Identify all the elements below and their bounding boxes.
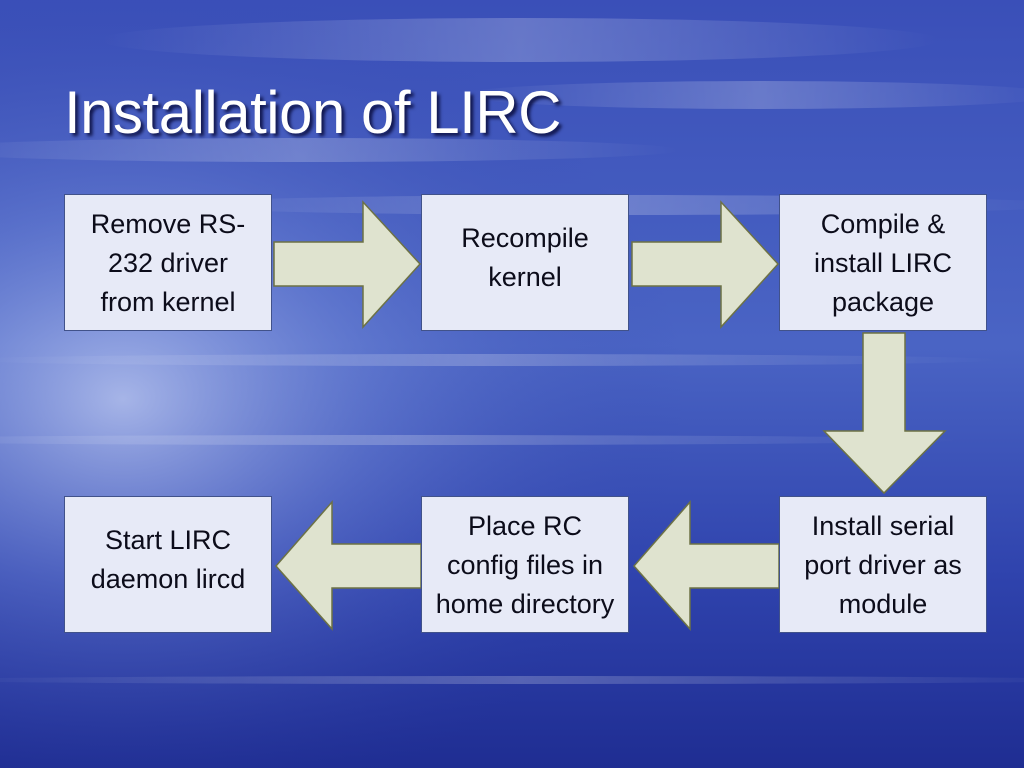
step-line: Remove RS- (90, 209, 246, 239)
step-line: 232 driver (107, 248, 229, 278)
step-line: install LIRC (813, 248, 953, 278)
step-line: daemon lircd (90, 564, 246, 594)
step-line: Recompile (461, 223, 589, 253)
arrow-right-2 (631, 200, 780, 329)
step-install-serial: Install serial port driver as module (779, 496, 987, 633)
arrow-right-1 (273, 200, 422, 329)
step-line: Compile & (820, 209, 946, 239)
step-line: package (831, 287, 935, 317)
arrow-left-1 (633, 500, 780, 631)
step-start-daemon: Start LIRC daemon lircd (64, 496, 272, 633)
slide-title: Installation of LIRC (64, 79, 561, 146)
arrow-down (822, 332, 947, 495)
step-recompile-kernel: Recompile kernel (421, 194, 629, 331)
step-line: from kernel (100, 287, 236, 317)
step-line: Start LIRC (104, 525, 232, 555)
step-line: port driver as (804, 550, 962, 580)
step-remove-driver: Remove RS- 232 driver from kernel (64, 194, 272, 331)
step-line: kernel (488, 262, 562, 292)
step-line: home directory (435, 589, 615, 619)
step-line: Place RC (467, 511, 583, 541)
step-line: module (838, 589, 928, 619)
arrow-left-2 (275, 500, 422, 631)
step-place-config: Place RC config files in home directory (421, 496, 629, 633)
step-compile-lirc: Compile & install LIRC package (779, 194, 987, 331)
step-line: config files in (446, 550, 604, 580)
step-line: Install serial (811, 511, 955, 541)
